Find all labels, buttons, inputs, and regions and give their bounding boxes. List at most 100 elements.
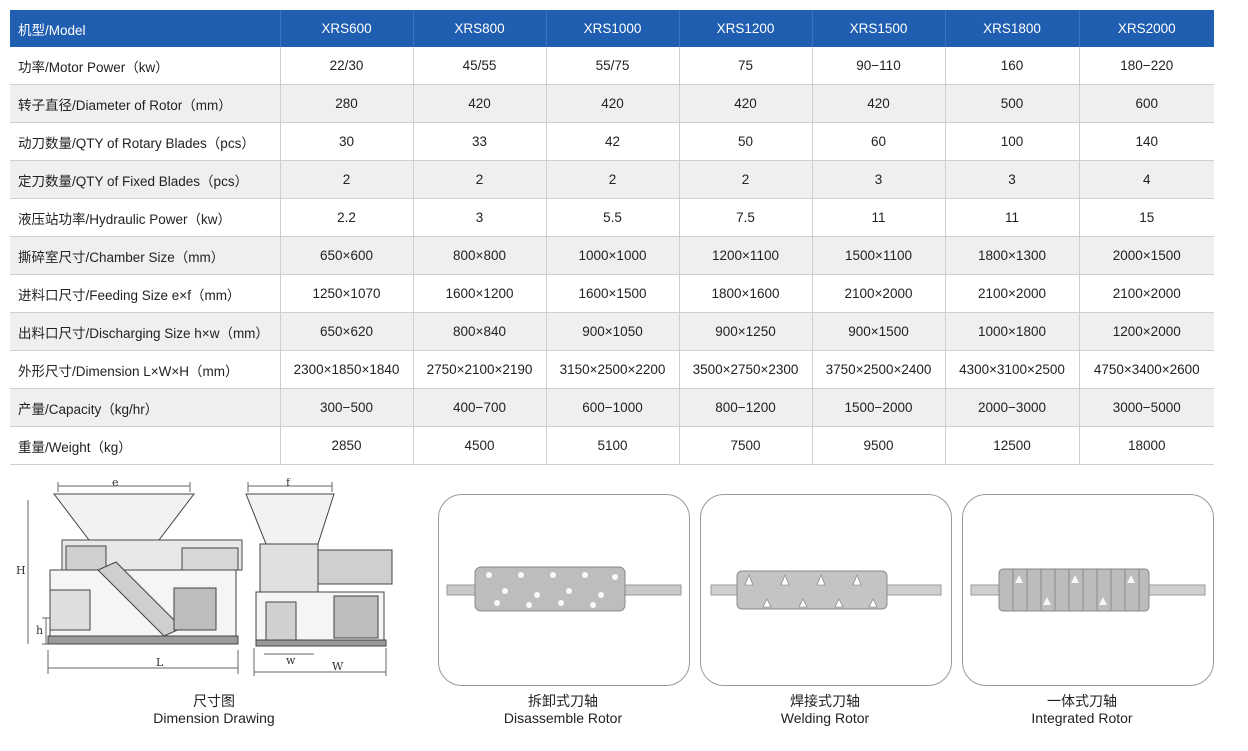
table-cell: 600−1000 bbox=[546, 388, 680, 427]
table-cell: 1500−2000 bbox=[812, 388, 946, 427]
table-row: 重量/Weight（kg） 2850 4500 5100 7500 9500 1… bbox=[10, 426, 1214, 465]
table-cell: 1200×1100 bbox=[679, 236, 813, 275]
table-cell: 4500 bbox=[413, 426, 547, 465]
table-cell: 3 bbox=[413, 198, 547, 237]
header-model: 机型/Model bbox=[10, 10, 281, 47]
row-label: 撕碎室尺寸/Chamber Size（mm） bbox=[10, 236, 281, 275]
table-cell: 2 bbox=[413, 160, 547, 199]
table-cell: 4300×3100×2500 bbox=[945, 350, 1080, 389]
table-cell: 3 bbox=[945, 160, 1080, 199]
table-cell: 2850 bbox=[280, 426, 414, 465]
table-row: 撕碎室尺寸/Chamber Size（mm） 650×600 800×800 1… bbox=[10, 236, 1214, 275]
header-xrs2000: XRS2000 bbox=[1079, 10, 1214, 47]
row-label: 功率/Motor Power（kw） bbox=[10, 47, 281, 85]
dim-label-H: H bbox=[16, 564, 26, 577]
disassemble-rotor-card bbox=[438, 494, 690, 686]
welding-rotor-image bbox=[710, 570, 942, 610]
table-cell: 500 bbox=[945, 84, 1080, 123]
table-row: 产量/Capacity（kg/hr） 300−500 400−700 600−1… bbox=[10, 388, 1214, 427]
table-cell: 55/75 bbox=[546, 47, 680, 85]
table-cell: 2.2 bbox=[280, 198, 414, 237]
table-cell: 75 bbox=[679, 47, 813, 85]
table-cell: 3000−5000 bbox=[1079, 388, 1214, 427]
table-cell: 140 bbox=[1079, 122, 1214, 161]
table-cell: 800×800 bbox=[413, 236, 547, 275]
caption-en: Disassemble Rotor bbox=[503, 710, 623, 726]
table-cell: 280 bbox=[280, 84, 414, 123]
dim-label-W: W bbox=[332, 660, 344, 673]
dim-label-f: f bbox=[286, 478, 291, 489]
row-label: 外形尺寸/Dimension L×W×H（mm） bbox=[10, 350, 281, 389]
table-cell: 420 bbox=[679, 84, 813, 123]
row-label: 产量/Capacity（kg/hr） bbox=[10, 388, 281, 427]
caption-en: Dimension Drawing bbox=[153, 710, 275, 726]
header-xrs600: XRS600 bbox=[280, 10, 414, 47]
table-cell: 1500×1100 bbox=[812, 236, 946, 275]
table-cell: 18000 bbox=[1079, 426, 1214, 465]
row-label: 出料口尺寸/Discharging Size h×w（mm） bbox=[10, 312, 281, 351]
table-cell: 2100×2000 bbox=[812, 274, 946, 313]
table-cell: 600 bbox=[1079, 84, 1214, 123]
table-cell: 1250×1070 bbox=[280, 274, 414, 313]
dimension-drawing: e f H h L w W bbox=[16, 478, 393, 676]
table-cell: 300−500 bbox=[280, 388, 414, 427]
table-cell: 3750×2500×2400 bbox=[812, 350, 946, 389]
table-cell: 400−700 bbox=[413, 388, 547, 427]
spec-table: 机型/Model XRS600 XRS800 XRS1000 XRS1200 X… bbox=[10, 10, 1214, 465]
table-cell: 1000×1800 bbox=[945, 312, 1080, 351]
table-cell: 800×840 bbox=[413, 312, 547, 351]
table-cell: 60 bbox=[812, 122, 946, 161]
table-cell: 3150×2500×2200 bbox=[546, 350, 680, 389]
header-xrs1000: XRS1000 bbox=[546, 10, 680, 47]
welding-rotor-caption: 焊接式刀轴 Welding Rotor bbox=[695, 693, 955, 727]
table-cell: 900×1500 bbox=[812, 312, 946, 351]
table-cell: 7500 bbox=[679, 426, 813, 465]
table-cell: 2 bbox=[546, 160, 680, 199]
caption-cn: 一体式刀轴 bbox=[1047, 693, 1117, 709]
table-cell: 2750×2100×2190 bbox=[413, 350, 547, 389]
table-cell: 11 bbox=[945, 198, 1080, 237]
table-cell: 22/30 bbox=[280, 47, 414, 85]
table-cell: 33 bbox=[413, 122, 547, 161]
table-cell: 4750×3400×2600 bbox=[1079, 350, 1214, 389]
table-cell: 1600×1500 bbox=[546, 274, 680, 313]
table-cell: 45/55 bbox=[413, 47, 547, 85]
disassemble-rotor-caption: 拆卸式刀轴 Disassemble Rotor bbox=[433, 693, 693, 727]
table-cell: 650×620 bbox=[280, 312, 414, 351]
row-label: 转子直径/Diameter of Rotor（mm） bbox=[10, 84, 281, 123]
row-label: 液压站功率/Hydraulic Power（kw） bbox=[10, 198, 281, 237]
table-cell: 50 bbox=[679, 122, 813, 161]
table-cell: 800−1200 bbox=[679, 388, 813, 427]
header-xrs1500: XRS1500 bbox=[812, 10, 946, 47]
table-cell: 420 bbox=[546, 84, 680, 123]
table-cell: 650×600 bbox=[280, 236, 414, 275]
table-cell: 2000−3000 bbox=[945, 388, 1080, 427]
table-row: 进料口尺寸/Feeding Size e×f（mm） 1250×1070 160… bbox=[10, 274, 1214, 313]
table-cell: 2300×1850×1840 bbox=[280, 350, 414, 389]
table-cell: 420 bbox=[413, 84, 547, 123]
table-cell: 900×1050 bbox=[546, 312, 680, 351]
table-header-row: 机型/Model XRS600 XRS800 XRS1000 XRS1200 X… bbox=[10, 10, 1214, 47]
table-row: 转子直径/Diameter of Rotor（mm） 280 420 420 4… bbox=[10, 84, 1214, 123]
table-cell: 1800×1300 bbox=[945, 236, 1080, 275]
table-cell: 100 bbox=[945, 122, 1080, 161]
dim-label-w: w bbox=[286, 654, 296, 667]
caption-cn: 尺寸图 bbox=[193, 693, 235, 709]
integrated-rotor-image bbox=[970, 568, 1206, 612]
dim-label-h: h bbox=[36, 624, 43, 637]
caption-en: Integrated Rotor bbox=[1031, 710, 1133, 726]
caption-cn: 拆卸式刀轴 bbox=[528, 693, 598, 709]
table-cell: 1200×2000 bbox=[1079, 312, 1214, 351]
table-cell: 2000×1500 bbox=[1079, 236, 1214, 275]
table-row: 功率/Motor Power（kw） 22/30 45/55 55/75 75 … bbox=[10, 47, 1214, 85]
row-label: 动刀数量/QTY of Rotary Blades（pcs） bbox=[10, 122, 281, 161]
table-cell: 180−220 bbox=[1079, 47, 1214, 85]
table-cell: 5100 bbox=[546, 426, 680, 465]
table-cell: 2100×2000 bbox=[1079, 274, 1214, 313]
table-row: 动刀数量/QTY of Rotary Blades（pcs） 30 33 42 … bbox=[10, 122, 1214, 161]
table-cell: 160 bbox=[945, 47, 1080, 85]
table-cell: 1800×1600 bbox=[679, 274, 813, 313]
table-cell: 3 bbox=[812, 160, 946, 199]
table-cell: 15 bbox=[1079, 198, 1214, 237]
